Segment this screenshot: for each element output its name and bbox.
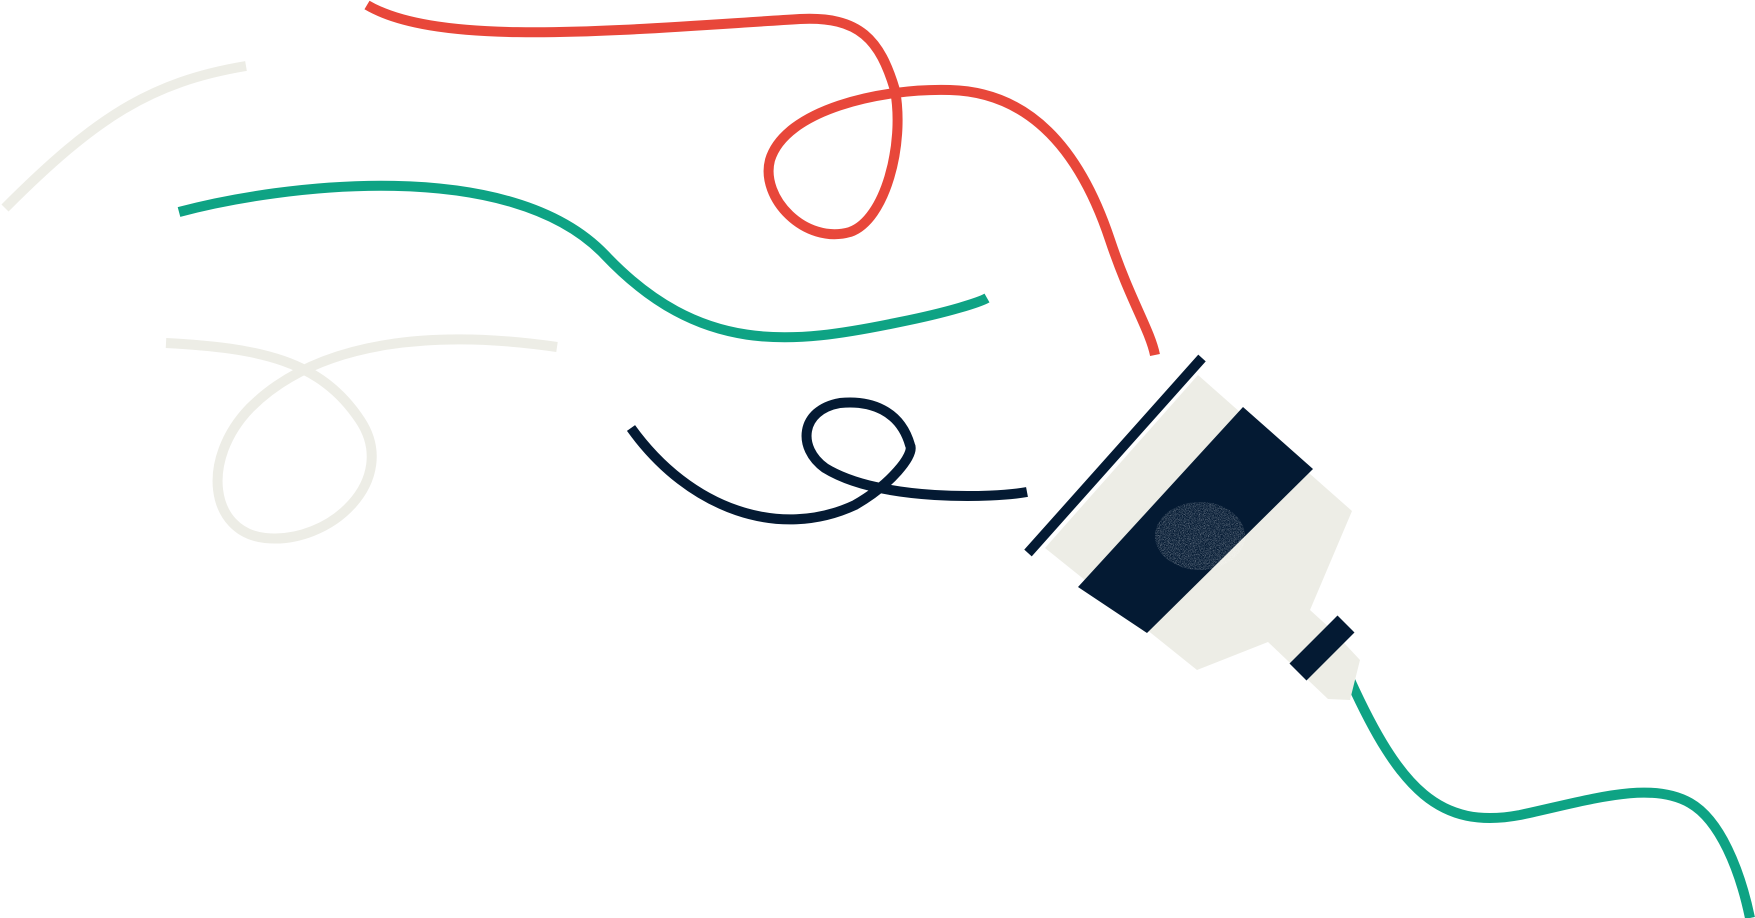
paint-tube xyxy=(1024,354,1360,700)
cream-loop-line xyxy=(165,334,558,544)
tube-crimp-bar xyxy=(1024,354,1206,557)
green-tail-line xyxy=(1345,677,1755,918)
green-wavy-line xyxy=(177,180,990,343)
tube-label-speckle xyxy=(1155,502,1245,570)
navy-loop-line xyxy=(626,397,1028,525)
tube-cap xyxy=(1289,615,1355,681)
red-loop-line xyxy=(364,0,1160,357)
cream-wavy-line xyxy=(1,61,247,212)
